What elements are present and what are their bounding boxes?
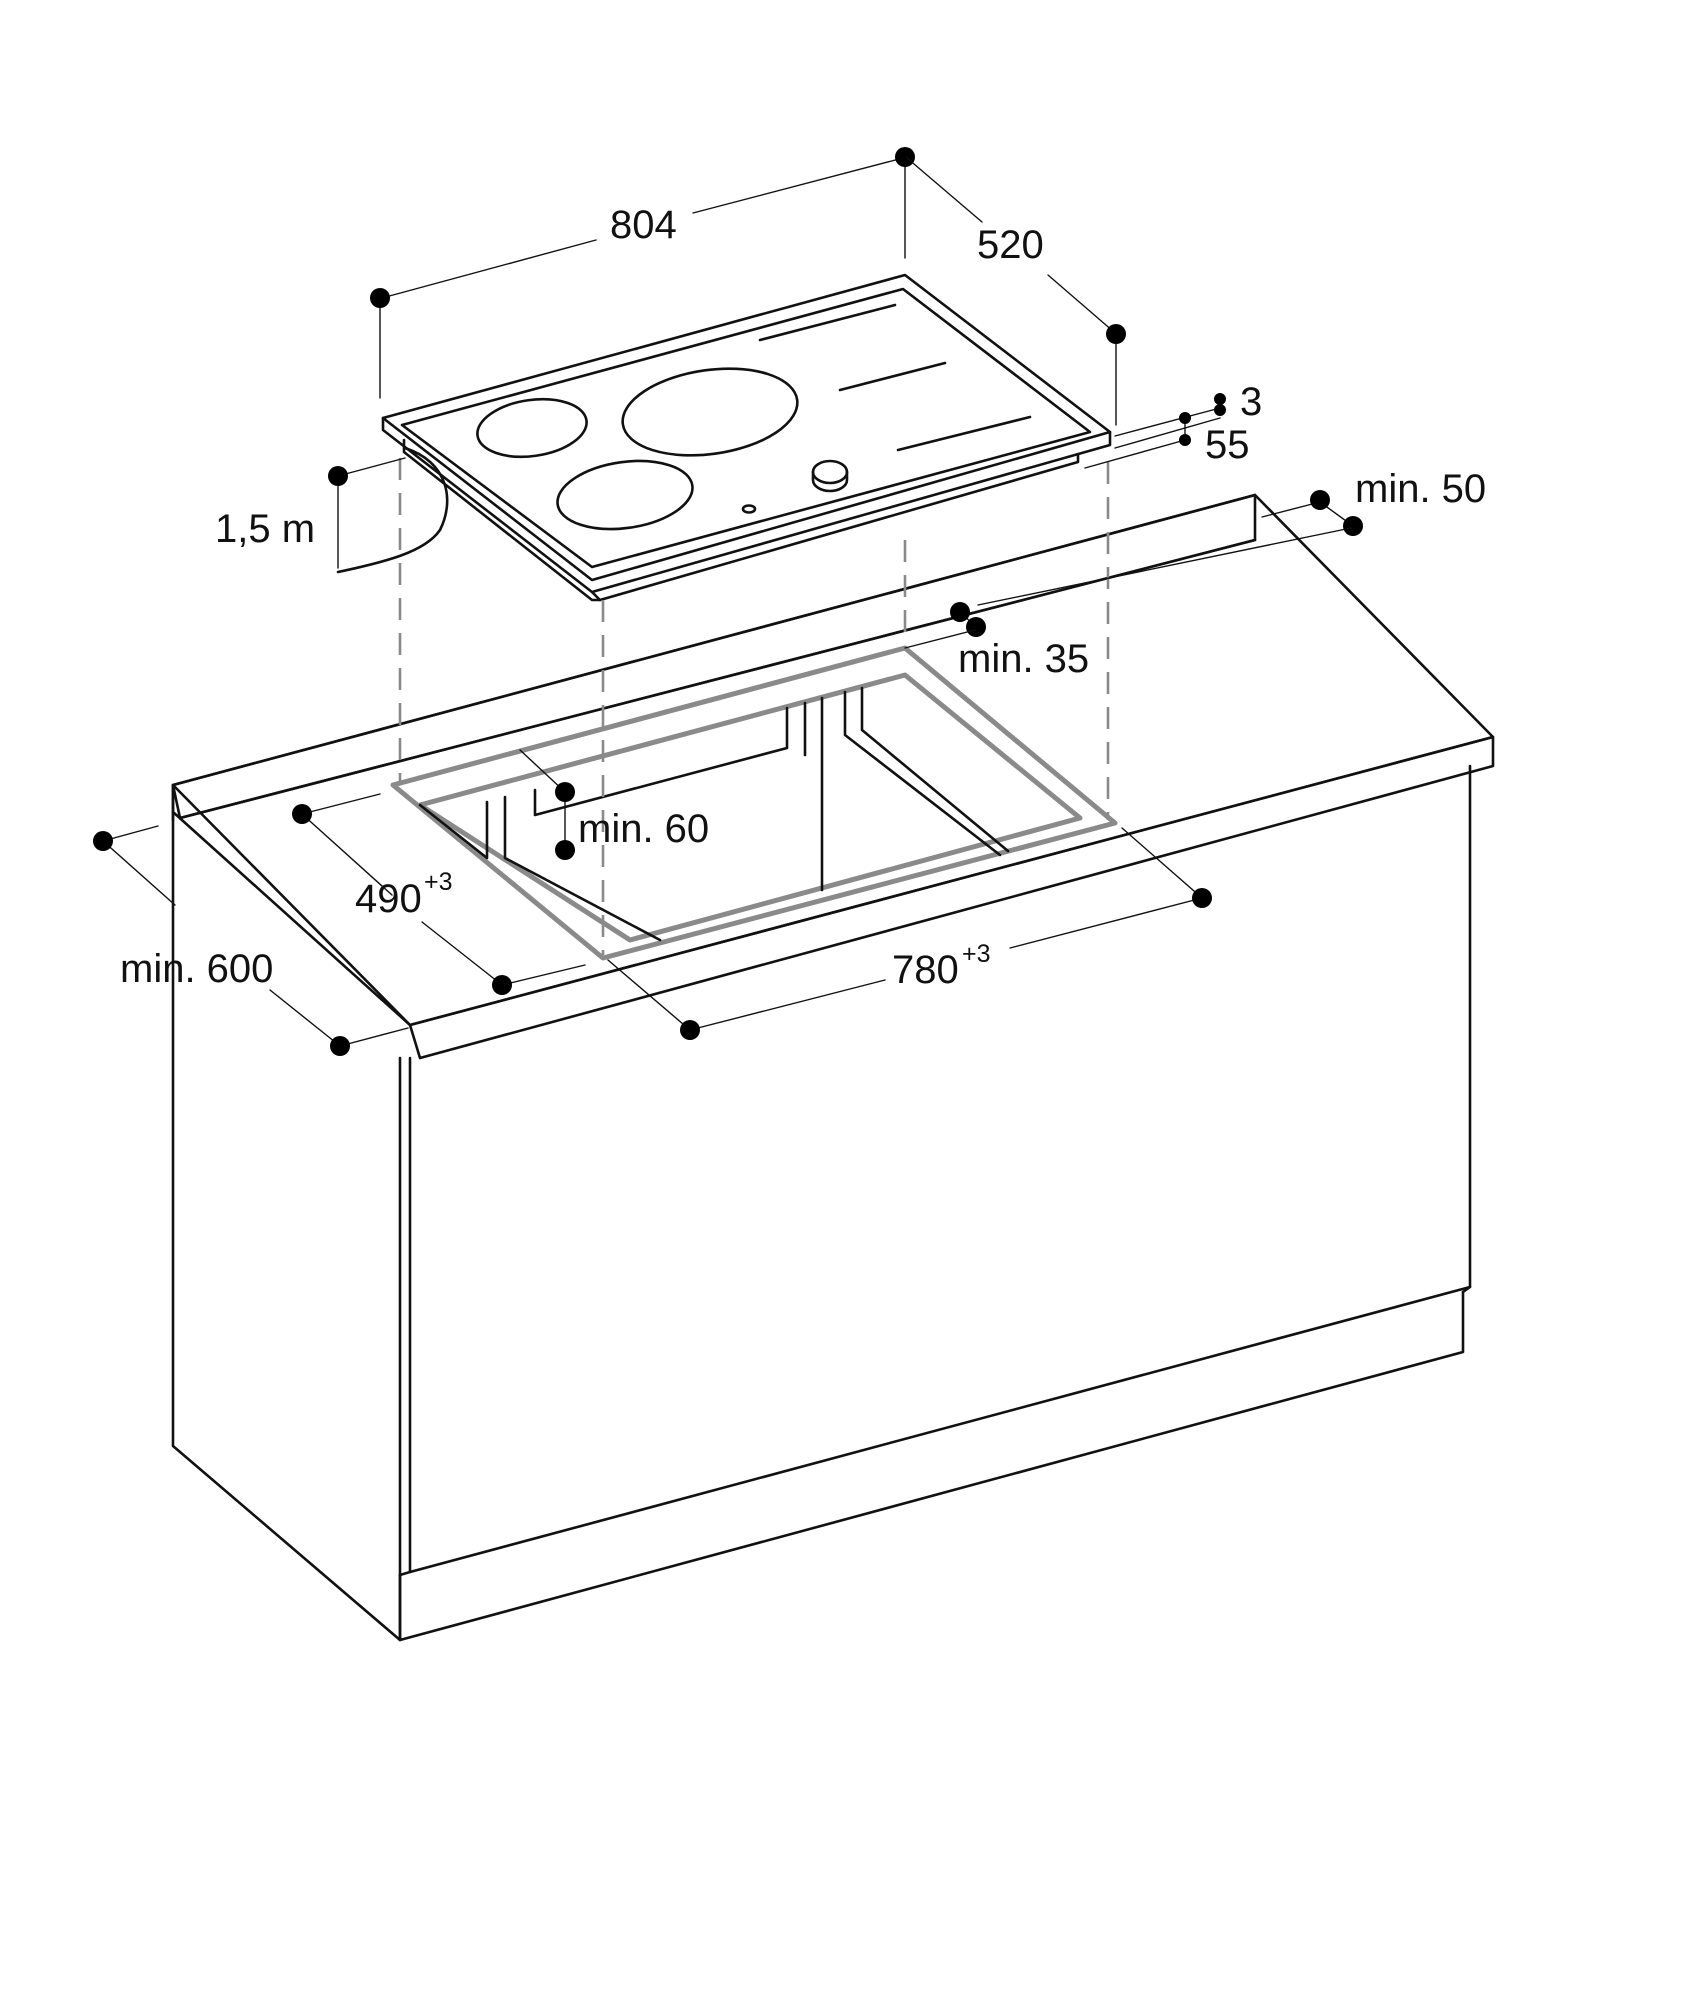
cooking-zone-small: [476, 397, 588, 459]
dimension-lines: [93, 147, 1363, 1056]
power-cable: [336, 446, 449, 574]
dim-cutout-rear-distance: min. 35: [958, 637, 1089, 681]
dim-hob-depth: 520: [977, 223, 1044, 267]
sensor-icon: [741, 504, 757, 514]
cooking-zone-medium: [556, 459, 694, 531]
dim-cutout-width: 780: [892, 948, 959, 992]
dim-worktop-depth: min. 600: [120, 947, 273, 991]
cooking-zones: [476, 303, 1032, 531]
dim-cutout-depth: 490: [355, 877, 422, 921]
dimension-labels: 804 520 3 55 1,5 m min. 50 min. 35 min. …: [120, 203, 1486, 992]
cutout: [390, 645, 1118, 961]
hob: [381, 273, 1112, 602]
control-knob-icon: [811, 459, 849, 493]
dim-front-clearance: min. 60: [578, 807, 709, 851]
cabinet: [171, 493, 1495, 1642]
dim-frame-height: 3: [1240, 380, 1262, 424]
dim-cable-length: 1,5 m: [215, 507, 315, 551]
projection-lines: [398, 458, 1110, 955]
dim-hob-width: 804: [610, 203, 677, 247]
dim-installation-height: 55: [1205, 423, 1250, 467]
dim-cutout-width-tolerance: +3: [962, 940, 991, 968]
cooking-zone-large: [621, 367, 799, 457]
dim-rear-clearance: min. 50: [1355, 467, 1486, 511]
dim-cutout-depth-tolerance: +3: [424, 868, 453, 896]
